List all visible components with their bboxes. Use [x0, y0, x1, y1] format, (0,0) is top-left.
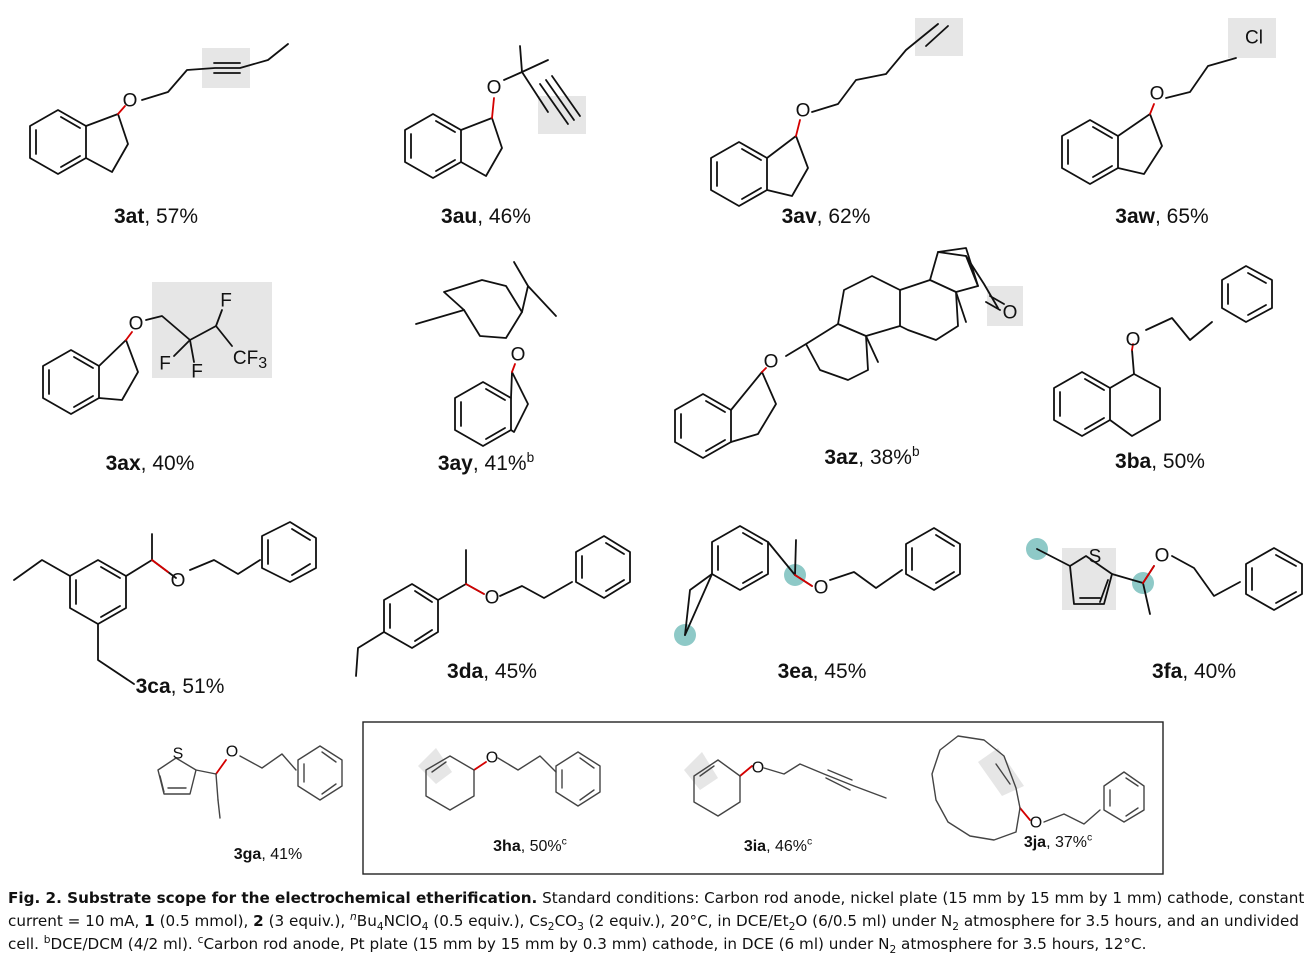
compound-label-3at: 3at, 57% — [113, 205, 199, 228]
svg-text:S: S — [1089, 547, 1102, 568]
atom-labels: O O O O Cl O F F F CF3 O O O O O O O S O… — [123, 28, 1263, 832]
svg-text:O: O — [796, 101, 811, 122]
svg-text:O: O — [171, 571, 186, 592]
compound-label-3az: 3az, 38%b — [824, 444, 920, 469]
svg-text:O: O — [487, 78, 502, 99]
svg-text:O: O — [1030, 815, 1042, 832]
figure-panel: O O O O Cl O F F F CF3 O O O O O O O S O… — [13, 18, 1303, 875]
compound-label-3au: 3au, 46% — [441, 205, 531, 228]
compound-label-3ba: 3ba, 50% — [1115, 450, 1205, 473]
svg-text:O: O — [1126, 330, 1141, 351]
bonds — [13, 23, 1303, 685]
compound-label-3ia: 3ia, 46%c — [743, 836, 813, 855]
reaction-scheme: O O O O Cl O F F F CF3 O O O O O O O S O… — [13, 18, 1303, 875]
figure-caption: Fig. 2. Substrate scope for the electroc… — [8, 889, 1305, 957]
compound-label-3fa: 3fa, 40% — [1151, 660, 1237, 683]
caption-title: Fig. 2. Substrate scope for the electroc… — [8, 889, 538, 907]
svg-text:CF3: CF3 — [233, 348, 267, 372]
compound-label-3ca: 3ca, 51% — [135, 675, 225, 698]
svg-text:O: O — [752, 760, 764, 777]
svg-text:O: O — [511, 345, 526, 366]
compound-label-3aw: 3aw, 65% — [1115, 205, 1209, 228]
bottom-bonds — [157, 735, 1145, 841]
compound-label-3da: 3da, 45% — [447, 660, 537, 683]
svg-text:O: O — [764, 352, 779, 373]
svg-text:O: O — [123, 91, 138, 112]
svg-text:O: O — [226, 744, 238, 761]
compound-label-3ha: 3ha, 50%c — [493, 836, 567, 855]
compound-label-3av: 3av, 62% — [781, 205, 871, 228]
svg-text:O: O — [485, 588, 500, 609]
compound-label-3ea: 3ea, 45% — [777, 660, 867, 683]
svg-text:F: F — [159, 354, 171, 375]
svg-text:O: O — [1003, 303, 1018, 324]
compound-label-3ay: 3ay, 41%b — [437, 450, 535, 475]
svg-text:Cl: Cl — [1245, 28, 1263, 49]
compound-label-3ga: 3ga, 41% — [233, 846, 303, 863]
compound-label-3ja: 3ja, 37%c — [1023, 832, 1093, 851]
compound-label-3ax: 3ax, 40% — [105, 452, 195, 475]
svg-text:O: O — [814, 578, 829, 599]
allylic-box — [362, 721, 1164, 875]
svg-text:O: O — [1150, 84, 1165, 105]
svg-text:O: O — [129, 314, 144, 335]
svg-text:O: O — [486, 750, 498, 767]
svg-text:S: S — [173, 746, 184, 763]
svg-text:F: F — [220, 291, 232, 312]
red-bonds — [117, 97, 1155, 821]
svg-text:F: F — [191, 362, 203, 383]
svg-text:O: O — [1155, 546, 1170, 567]
